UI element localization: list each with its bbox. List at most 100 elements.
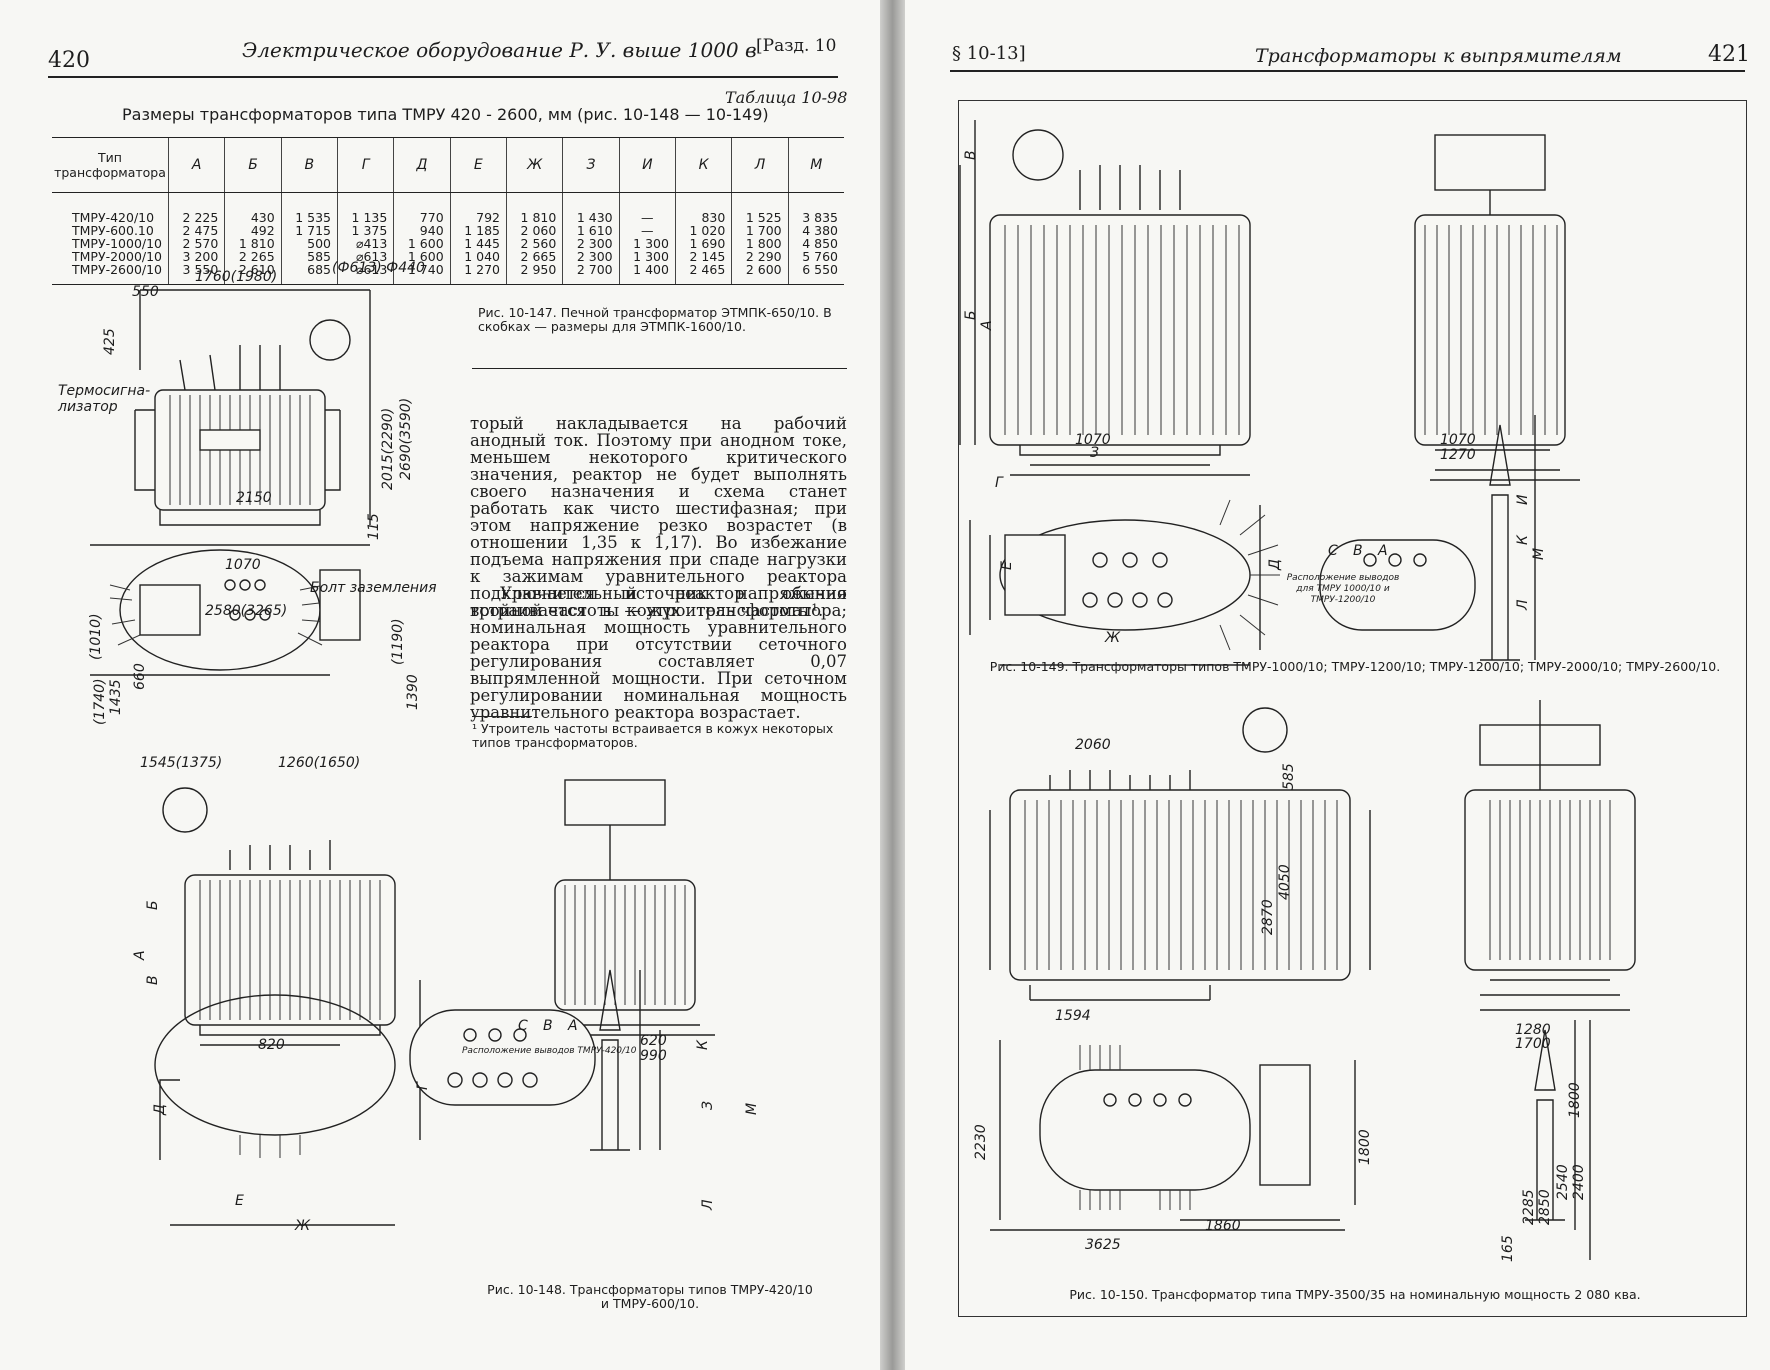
plate-letter: В bbox=[1353, 543, 1363, 559]
table-cell: ТМРУ-2000/10 bbox=[72, 249, 163, 264]
table-cell: 1 135 bbox=[336, 192, 394, 224]
dim-label: 660 bbox=[132, 663, 148, 690]
dim-label: 1260(1650) bbox=[278, 755, 361, 771]
dim-label: 1280 bbox=[1515, 1022, 1551, 1038]
right-page: § 10-13] Трансформаторы к выпрямителям 4… bbox=[905, 0, 1770, 1370]
plate-letter: С bbox=[1328, 543, 1338, 559]
dim-label: Д bbox=[1267, 559, 1283, 570]
dim-label: К bbox=[695, 1040, 711, 1050]
table-cell: ⌀413 bbox=[336, 237, 394, 250]
table-cell: 2 610 bbox=[224, 263, 282, 285]
dim-label: 1435 bbox=[108, 679, 124, 715]
table-cell: 2 700 bbox=[562, 263, 620, 285]
figures-frame bbox=[958, 100, 1747, 1317]
table-cell: ТМРУ-1000/10 bbox=[72, 236, 163, 251]
dim-label: 1545(1375) bbox=[140, 755, 223, 771]
dim-label: 2870 bbox=[1260, 899, 1276, 935]
column-header: А bbox=[168, 137, 225, 193]
dim-label: Л bbox=[1515, 599, 1531, 610]
table-cell: 1 020 bbox=[674, 224, 732, 237]
dim-label: 1800 bbox=[1567, 1082, 1583, 1118]
plate-text: Расположение выводов ТМРУ-420/10 bbox=[462, 1046, 637, 1056]
plate-letter: А bbox=[1378, 543, 1388, 559]
dim-label: 2060 bbox=[1075, 737, 1111, 753]
dim-label: Е bbox=[999, 561, 1015, 570]
figure-149-caption: Рис. 10-149. Трансформаторы типов ТМРУ-1… bbox=[989, 659, 1721, 674]
dim-label: 1760(1980) bbox=[195, 269, 278, 285]
table-cell: 4 380 bbox=[787, 224, 844, 237]
table-cell: 2 465 bbox=[674, 263, 732, 285]
table-title: Размеры трансформаторов типа ТМРУ 420 - … bbox=[122, 105, 769, 124]
page-gutter bbox=[880, 0, 905, 1370]
section-ref: § 10-13] bbox=[952, 43, 1026, 64]
dim-label: 990 bbox=[640, 1048, 667, 1064]
footnote: ¹ Утроитель частоты встраивается в кожух… bbox=[472, 721, 834, 750]
dim-label: 1800 bbox=[1357, 1129, 1373, 1165]
running-title: Электрическое оборудование Р. У. выше 10… bbox=[242, 38, 757, 62]
table-cell: 1 700 bbox=[731, 224, 789, 237]
table-cell: 1 185 bbox=[449, 224, 507, 237]
table-cell: 770 bbox=[393, 192, 451, 224]
dim-label: 2285 bbox=[1521, 1189, 1537, 1225]
dim-label: Б bbox=[145, 900, 161, 910]
figure-150-drawing bbox=[989, 700, 1636, 1260]
table-cell: 2 560 bbox=[505, 237, 563, 250]
table-cell: 2 665 bbox=[505, 250, 563, 263]
table-cell: 2 290 bbox=[731, 250, 789, 263]
table-cell: 1 535 bbox=[280, 192, 338, 224]
dim-label: 3625 bbox=[1085, 1237, 1121, 1253]
column-header: Тип трансформатора bbox=[52, 137, 169, 193]
table-cell: 1 430 bbox=[562, 192, 620, 224]
dimensions-table: Тип трансформатора А Б В Г Д Е Ж З И К Л… bbox=[52, 137, 844, 285]
table-cell: 1 300 bbox=[618, 237, 676, 250]
dim-label: (Ф613) Ф440 bbox=[332, 260, 425, 276]
table-cell: 1 690 bbox=[674, 237, 732, 250]
table-cell: 1 810 bbox=[505, 192, 563, 224]
column-header: М bbox=[787, 137, 844, 193]
table-cell: 1 040 bbox=[449, 250, 507, 263]
dim-label: 1270 bbox=[1440, 447, 1476, 463]
table-cell: 492 bbox=[224, 224, 282, 237]
dim-label: 4050 bbox=[1277, 864, 1293, 900]
header-rule bbox=[48, 76, 838, 78]
dim-label: 1070 bbox=[1075, 432, 1111, 448]
dim-label: 2540 bbox=[1555, 1164, 1571, 1200]
plate-text: Расположение выводов для ТМРУ 1000/10 и … bbox=[1286, 573, 1400, 605]
table-cell: 685 bbox=[280, 263, 338, 285]
dim-label: 1390 bbox=[405, 674, 421, 710]
dim-label: В bbox=[145, 975, 161, 985]
table-cell: 2 225 bbox=[168, 192, 225, 224]
footnote-rule bbox=[472, 716, 532, 717]
left-page: 420 Электрическое оборудование Р. У. выш… bbox=[0, 0, 880, 1370]
figure-148-caption: Рис. 10-148. Трансформаторы типов ТМРУ-4… bbox=[487, 1282, 813, 1311]
table-cell: ⌀613 bbox=[336, 263, 394, 285]
table-cell: 2 300 bbox=[562, 237, 620, 250]
plate-letter: А bbox=[568, 1018, 578, 1034]
page-number: 421 bbox=[1708, 42, 1750, 67]
table-cell: 2 145 bbox=[674, 250, 732, 263]
dim-label: (1740) bbox=[92, 678, 108, 725]
table-cell: 2 060 bbox=[505, 224, 563, 237]
table-cell: 1 600 bbox=[393, 237, 451, 250]
column-header: К bbox=[674, 137, 732, 193]
dim-label: 2400 bbox=[1571, 1164, 1587, 1200]
figure-149-drawing bbox=[959, 120, 1580, 666]
dim-label: 2850 bbox=[1537, 1189, 1553, 1225]
table-cell: 2 600 bbox=[731, 263, 789, 285]
figure-147-caption: Рис. 10-147. Печной трансформатор ЭТМПК-… bbox=[478, 305, 832, 334]
column-header: Г bbox=[336, 137, 394, 193]
column-header: Л bbox=[731, 137, 789, 193]
table-label: Таблица 10-98 bbox=[725, 88, 848, 107]
dim-label: 2230 bbox=[973, 1124, 989, 1160]
column-header: З bbox=[562, 137, 620, 193]
page-number: 420 bbox=[48, 48, 90, 73]
dim-label: 1594 bbox=[1055, 1008, 1091, 1024]
dim-label: Г bbox=[995, 475, 1003, 491]
dim-label: Ж bbox=[295, 1218, 311, 1234]
dim-label: 115 bbox=[366, 513, 382, 540]
dim-label: Д bbox=[152, 1104, 168, 1115]
